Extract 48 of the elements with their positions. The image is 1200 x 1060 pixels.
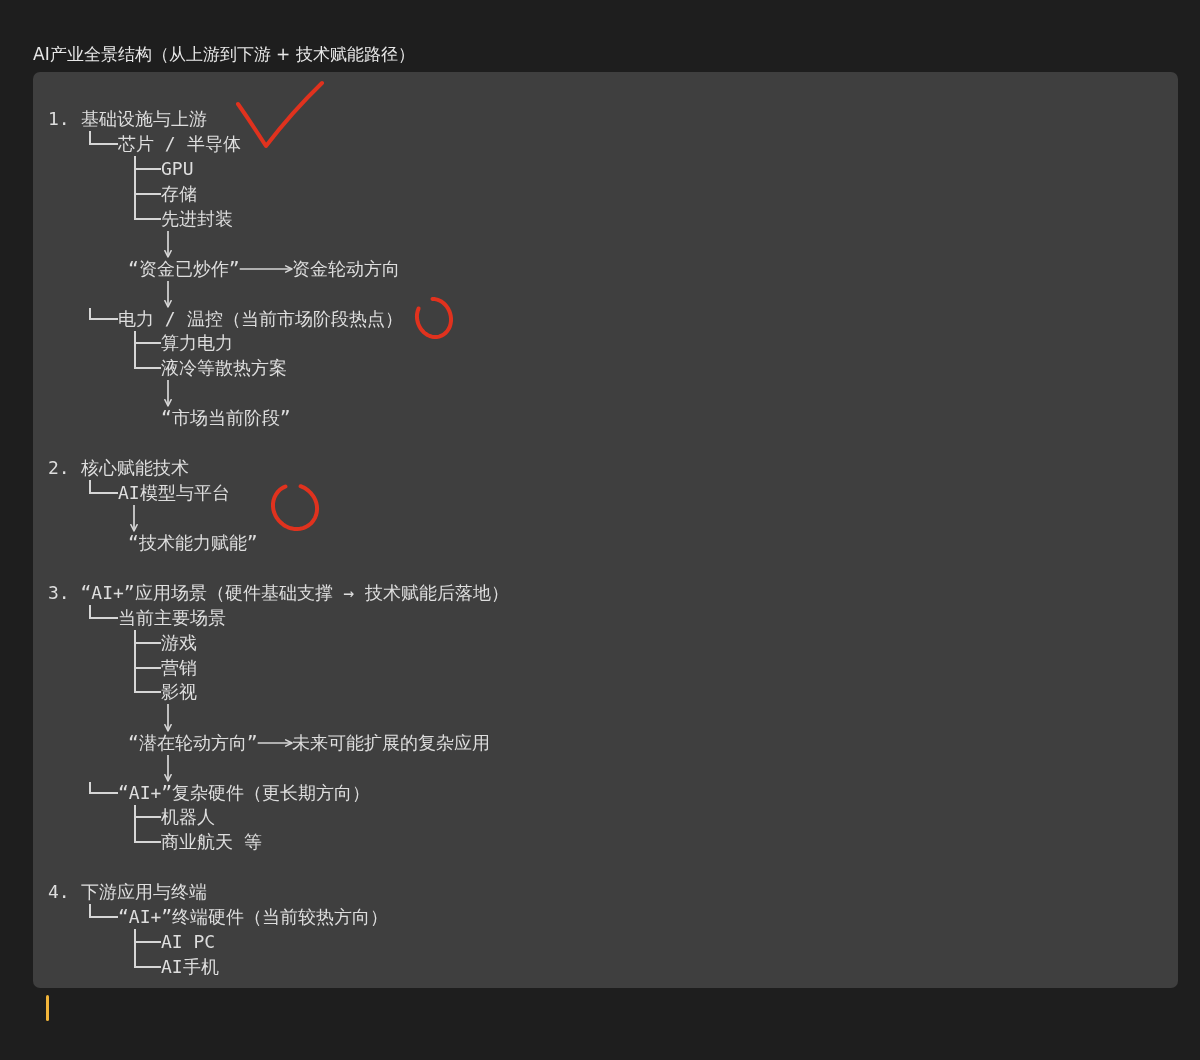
tree-line	[89, 604, 119, 619]
arrow	[130, 504, 138, 532]
arrow	[164, 703, 172, 732]
tree-line	[134, 330, 162, 369]
arrow	[238, 265, 293, 273]
arrow	[164, 230, 172, 258]
section-heading: 1. 基础设施与上游	[48, 107, 207, 131]
tree-item: AI PC	[161, 930, 216, 954]
tree-item: “技术能力赋能”	[128, 531, 258, 555]
tree-item: 算力电力	[161, 331, 233, 355]
tree-line	[134, 629, 162, 693]
tree-item: GPU	[161, 157, 194, 181]
tree-item: 影视	[161, 680, 197, 704]
tree-item: “市场当前阶段”	[161, 406, 291, 430]
arrow	[164, 280, 172, 308]
tree-item: “资金已炒作”	[128, 257, 240, 281]
tree-item: “AI+”终端硬件（当前较热方向）	[118, 905, 389, 929]
section-heading: 2. 核心赋能技术	[48, 456, 189, 480]
tree-line	[89, 479, 119, 494]
tree-item: 机器人	[161, 805, 215, 829]
section-heading: 4. 下游应用与终端	[48, 880, 207, 904]
tree-item: 资金轮动方向	[292, 257, 400, 281]
tree-item: 营销	[161, 656, 197, 680]
tree-item: 电力 / 温控（当前市场阶段热点）	[118, 307, 403, 331]
tree-item: 商业航天 等	[161, 830, 262, 854]
tree-item: 存储	[161, 182, 197, 206]
tree-item: 游戏	[161, 631, 197, 655]
title: AI产业全景结构（从上游到下游 + 技术赋能路径）	[33, 43, 415, 66]
tree-line	[89, 781, 119, 794]
arrow	[164, 379, 172, 407]
tree-line	[89, 307, 119, 320]
tree-item: AI手机	[161, 955, 219, 979]
arrow	[256, 739, 293, 747]
tree-item: 先进封装	[161, 207, 233, 231]
tree-line	[89, 903, 119, 918]
tree-item: “潜在轮动方向”	[128, 731, 258, 755]
tree-item: AI模型与平台	[118, 481, 230, 505]
section-heading: 3. “AI+”应用场景（硬件基础支撑 → 技术赋能后落地）	[48, 581, 510, 605]
tree-item: 芯片 / 半导体	[118, 132, 241, 156]
tree-item: 未来可能扩展的复杂应用	[292, 731, 490, 755]
tree-item: 液冷等散热方案	[161, 356, 287, 380]
tree-item: “AI+”复杂硬件（更长期方向）	[118, 781, 371, 805]
tree-line	[89, 130, 119, 145]
tree-line	[134, 155, 162, 220]
tree-item: 当前主要场景	[118, 606, 226, 630]
arrow	[164, 754, 172, 782]
tree-line	[134, 928, 162, 968]
tree-line	[134, 804, 162, 843]
